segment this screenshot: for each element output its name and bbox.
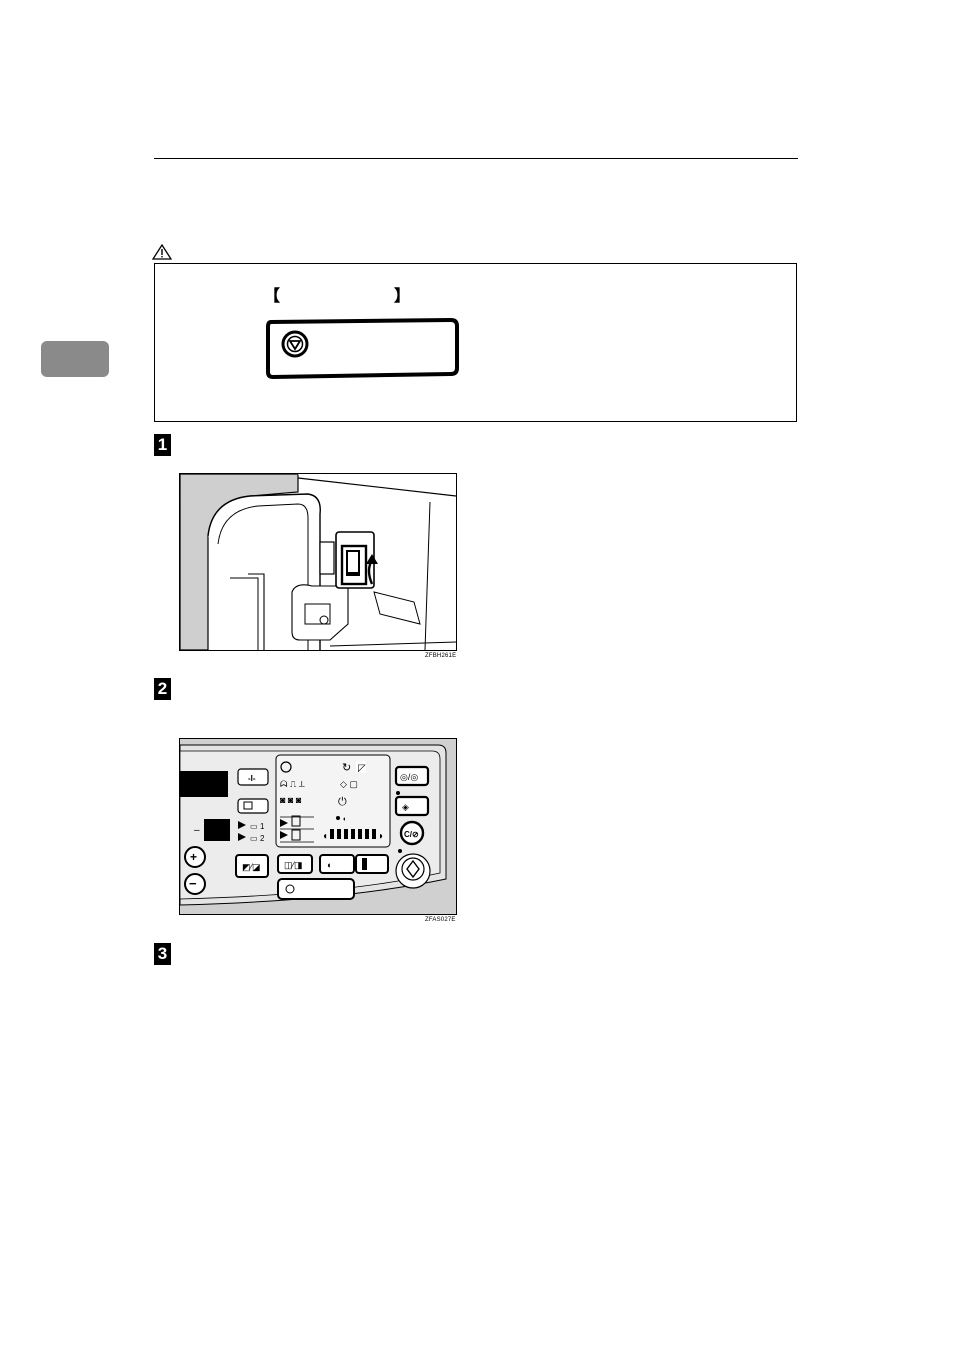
svg-text:◖: ◖ <box>322 831 328 842</box>
plus-key[interactable] <box>184 846 206 868</box>
svg-text:◖: ◖ <box>326 860 331 870</box>
counter-dash: – <box>194 825 200 836</box>
control-panel-figure: -I- – ▭ 1 ▭ 2 + − ◩⁄◪ ↻ ◸ ᗣ ⎍ ⊥ ◇ ▢ ◙ ◙ … <box>179 738 457 915</box>
figure-code-1: ZFBH261E <box>425 653 457 659</box>
duplex-key[interactable] <box>277 854 313 874</box>
stop-key-illustration <box>266 318 459 380</box>
counter-display <box>180 771 228 797</box>
svg-text:▭: ▭ <box>250 834 258 843</box>
svg-text:▭: ▭ <box>250 822 258 831</box>
svg-text:◗: ◗ <box>378 831 384 842</box>
mode-key[interactable] <box>394 765 430 787</box>
svg-text:⏻: ⏻ <box>338 796 347 808</box>
svg-text:◙ ◙ ◙: ◙ ◙ ◙ <box>280 795 302 805</box>
darker-key[interactable] <box>355 854 389 874</box>
header-rule <box>154 158 798 159</box>
stop-icon <box>281 330 309 358</box>
step-2-marker: 2 <box>154 678 171 700</box>
density-indicator: ◖ ◗ <box>322 829 384 842</box>
auto-cycle-key[interactable] <box>235 854 269 878</box>
power-switch-illustration <box>180 474 456 650</box>
counter-digit-display <box>204 819 230 841</box>
svg-text:◈: ◈ <box>402 802 409 812</box>
svg-text:◖: ◖ <box>342 816 346 823</box>
step-3-marker: 3 <box>154 943 171 965</box>
interrupt-key[interactable] <box>237 768 269 786</box>
svg-text:◫⁄◨: ◫⁄◨ <box>284 860 303 870</box>
caution-box <box>154 263 797 422</box>
lighter-key[interactable] <box>319 854 355 874</box>
warning-triangle-icon <box>152 244 172 260</box>
memory-1-label: 1 <box>260 822 265 831</box>
svg-text:−: − <box>189 876 197 891</box>
memory-2-label: 2 <box>260 834 265 843</box>
svg-text:↻: ↻ <box>342 762 351 774</box>
proof-key[interactable] <box>394 795 430 817</box>
clear-stop-key[interactable] <box>399 820 425 846</box>
svg-text:+: + <box>190 850 197 864</box>
svg-text:◎/◎: ◎/◎ <box>400 772 418 782</box>
svg-text:◇ ▢: ◇ ▢ <box>340 779 358 789</box>
chapter-tab <box>41 341 109 377</box>
figure-code-2: ZFAS027E <box>425 917 456 923</box>
svg-text:◸: ◸ <box>358 763 366 774</box>
minus-key[interactable] <box>184 873 206 895</box>
svg-text:-I-: -I- <box>248 774 256 783</box>
step-1-marker: 1 <box>154 434 171 456</box>
svg-text:C/⊘: C/⊘ <box>404 830 419 839</box>
svg-text:ᗣ ⎍ ⊥: ᗣ ⎍ ⊥ <box>280 779 305 789</box>
power-switch-figure <box>179 473 457 651</box>
svg-text:◩⁄◪: ◩⁄◪ <box>242 862 261 872</box>
stop-key-panel[interactable] <box>277 878 355 900</box>
key-bracket-right: 】 <box>394 288 411 305</box>
program-key[interactable] <box>237 798 269 814</box>
control-panel-illustration: -I- – ▭ 1 ▭ 2 + − ◩⁄◪ ↻ ◸ ᗣ ⎍ ⊥ ◇ ▢ ◙ ◙ … <box>180 739 456 914</box>
key-bracket-left: 【 <box>264 288 281 305</box>
